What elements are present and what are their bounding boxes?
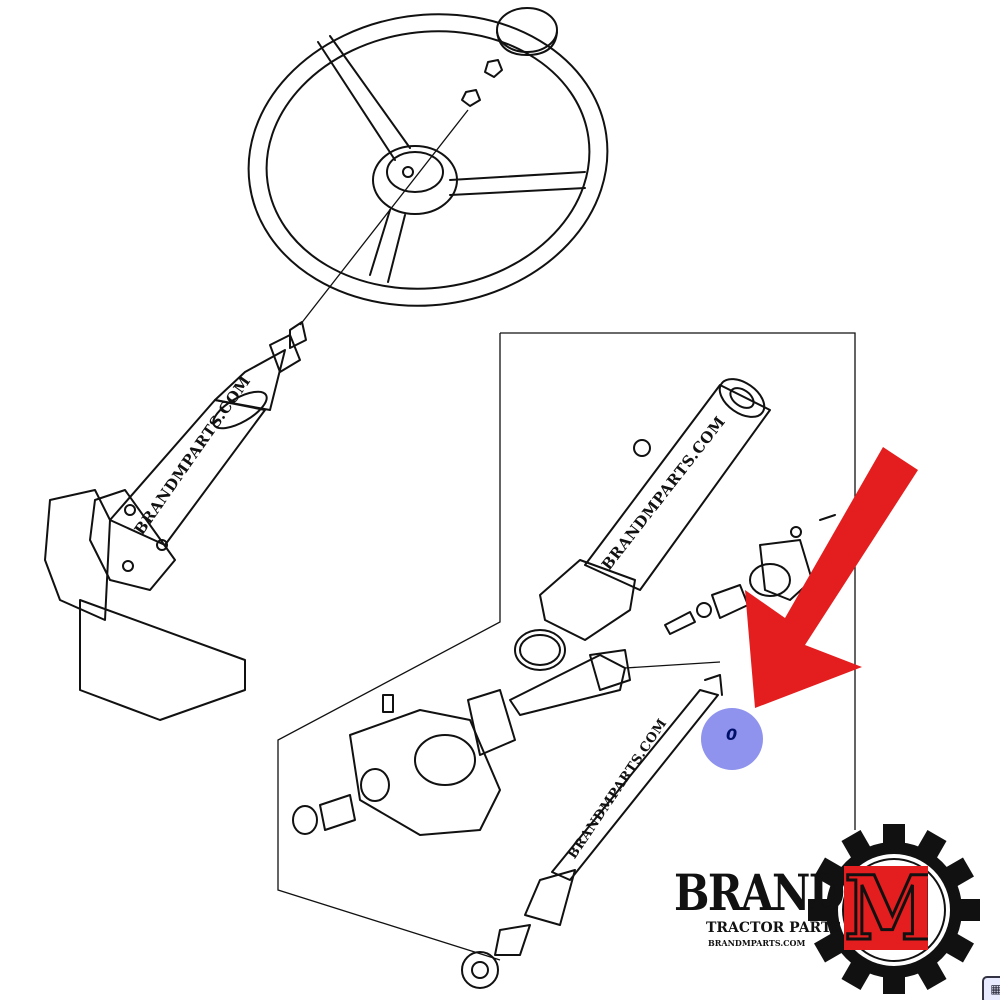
grid-icon[interactable]: ▦: [982, 976, 1000, 1000]
steering-worm-shaft: [461, 674, 723, 989]
horn-cap: [299, 7, 558, 326]
click-marker: 0: [701, 708, 763, 770]
logo-brand-text: BRAND: [674, 863, 845, 922]
logo-letter-m: M: [844, 866, 928, 950]
left-steering-column: [44, 321, 307, 721]
steering-column-tube: [514, 378, 771, 671]
bearing-parts: [509, 514, 836, 716]
logo-tagline: TRACTOR PARTS: [706, 920, 842, 936]
brand-m-logo: M BRAND TRACTOR PARTS BRANDMPARTS.COM: [668, 822, 980, 994]
click-marker-glyph: 0: [726, 725, 738, 744]
steering-wheel: [247, 13, 609, 307]
steering-gear-housing: [292, 689, 516, 836]
logo-url: BRANDMPARTS.COM: [708, 938, 806, 948]
red-arrow-icon: [745, 447, 918, 708]
